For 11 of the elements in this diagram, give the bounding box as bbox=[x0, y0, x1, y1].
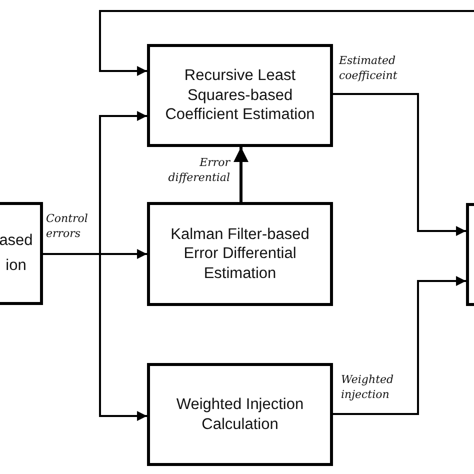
arrow bbox=[234, 147, 248, 202]
box-label: Recursive Least Squares-based Coefficient Estimation bbox=[164, 66, 316, 125]
arrow bbox=[333, 93, 466, 236]
box-label: ased ion bbox=[0, 230, 34, 276]
box-label: Kalman Filter-based Error Differential Estimation bbox=[170, 224, 310, 284]
arrow bbox=[43, 253, 147, 421]
process-box bbox=[147, 363, 333, 466]
process-box bbox=[147, 202, 333, 306]
box-label: Weighted Injection Calculation bbox=[175, 395, 305, 434]
process-box bbox=[147, 44, 333, 147]
arrow bbox=[333, 276, 466, 415]
